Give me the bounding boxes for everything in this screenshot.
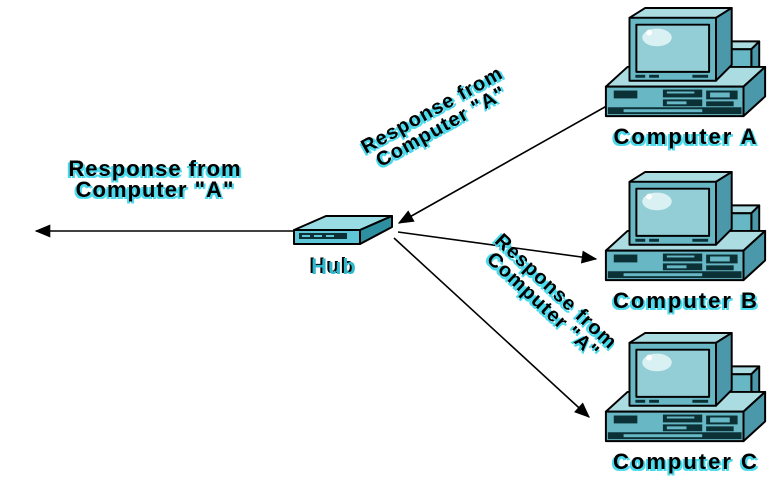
hub-label: Hub <box>311 254 357 279</box>
computer-c-label: Computer C <box>613 449 759 474</box>
hub-node: Hub <box>292 213 396 280</box>
computer-icon <box>600 331 772 447</box>
arrow-hub-to-computer-c <box>393 237 590 418</box>
computer-b-node: Computer B <box>600 170 772 314</box>
response-label-left: Response from Computer "A" <box>30 156 280 202</box>
computer-c-node: Computer C <box>600 331 772 475</box>
computer-icon <box>600 170 772 286</box>
response-label-left-line2: Computer "A" <box>75 177 235 202</box>
hub-icon <box>293 215 393 245</box>
arrow-hub-to-computer-b <box>397 231 598 264</box>
computer-a-node: Computer A <box>600 6 772 150</box>
computer-b-label: Computer B <box>613 288 759 313</box>
response-label-left-line1: Response from <box>68 156 242 181</box>
computer-icon <box>600 6 772 122</box>
computer-a-label: Computer A <box>613 124 759 149</box>
arrow-computer-a-to-hub <box>397 102 613 224</box>
